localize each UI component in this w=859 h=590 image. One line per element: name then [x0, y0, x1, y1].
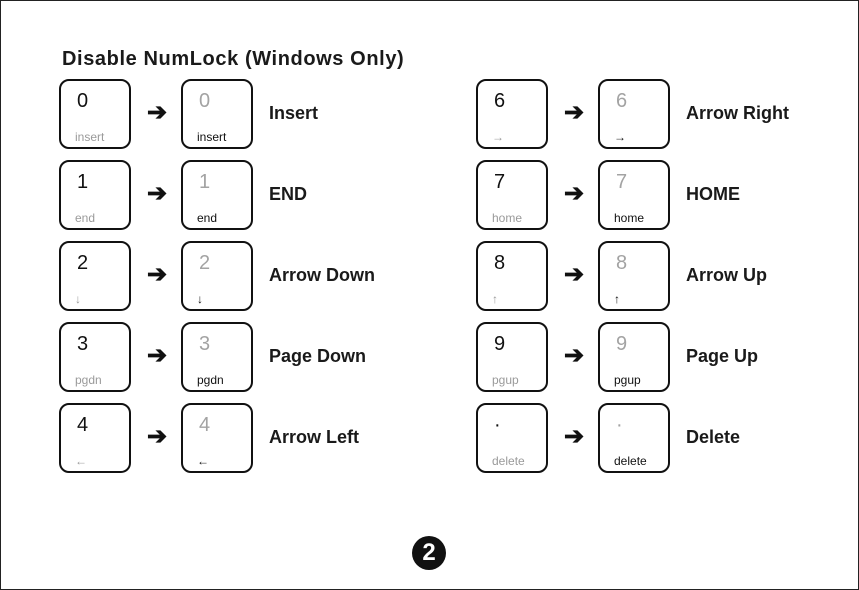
- key-number: 6: [616, 91, 627, 111]
- page-number-badge: 2: [412, 536, 446, 570]
- key-function: end: [197, 212, 217, 224]
- key-number: 8: [616, 253, 627, 273]
- key-number: 4: [77, 415, 88, 435]
- key-function: insert: [75, 131, 104, 143]
- right-arrow-icon: ➔: [564, 344, 584, 368]
- numlock-key-off: · delete: [598, 403, 670, 473]
- key-number: 6: [494, 91, 505, 111]
- numlock-key-off: 1 end: [181, 160, 253, 230]
- key-function: delete: [492, 455, 525, 467]
- key-function-label: Arrow Up: [686, 265, 767, 286]
- numlock-key-on: 8 ↑: [476, 241, 548, 311]
- numlock-key-on: 3 pgdn: [59, 322, 131, 392]
- right-arrow-icon: ➔: [564, 182, 584, 206]
- key-number: 1: [77, 172, 88, 192]
- key-function-label: Arrow Left: [269, 427, 359, 448]
- key-number: 0: [77, 91, 88, 111]
- right-arrow-icon: ➔: [147, 344, 167, 368]
- key-number: 9: [616, 334, 627, 354]
- key-function: ←: [197, 455, 209, 467]
- key-number: 7: [494, 172, 505, 192]
- numlock-key-off: 2 ↓: [181, 241, 253, 311]
- key-function: home: [492, 212, 522, 224]
- numlock-key-on: 4 ←: [59, 403, 131, 473]
- key-function-label: Arrow Right: [686, 103, 789, 124]
- key-function-label: Delete: [686, 427, 740, 448]
- numlock-key-off: 7 home: [598, 160, 670, 230]
- key-function-label: END: [269, 184, 307, 205]
- right-arrow-icon: ➔: [147, 425, 167, 449]
- numlock-key-on: 1 end: [59, 160, 131, 230]
- right-arrow-icon: ➔: [564, 101, 584, 125]
- numlock-key-on: 9 pgup: [476, 322, 548, 392]
- key-number: 2: [77, 253, 88, 273]
- key-function: →: [492, 131, 504, 143]
- right-arrow-icon: ➔: [564, 425, 584, 449]
- key-number: ·: [616, 415, 623, 435]
- key-number: 3: [77, 334, 88, 354]
- key-number: 0: [199, 91, 210, 111]
- page-title: Disable NumLock (Windows Only): [62, 48, 404, 71]
- key-function-label: HOME: [686, 184, 740, 205]
- key-function-label: Page Down: [269, 346, 366, 367]
- key-number: ·: [494, 415, 501, 435]
- numlock-key-off: 3 pgdn: [181, 322, 253, 392]
- key-number: 4: [199, 415, 210, 435]
- key-function-label: Page Up: [686, 346, 758, 367]
- key-function: ←: [75, 455, 87, 467]
- key-function: pgup: [492, 374, 519, 386]
- key-function: pgup: [614, 374, 641, 386]
- key-number: 8: [494, 253, 505, 273]
- right-arrow-icon: ➔: [147, 182, 167, 206]
- key-function-label: Arrow Down: [269, 265, 375, 286]
- numlock-key-off: 8 ↑: [598, 241, 670, 311]
- right-arrow-icon: ➔: [147, 263, 167, 287]
- key-function: pgdn: [197, 374, 224, 386]
- key-number: 1: [199, 172, 210, 192]
- right-arrow-icon: ➔: [564, 263, 584, 287]
- numlock-key-off: 0 insert: [181, 79, 253, 149]
- numlock-key-off: 6 →: [598, 79, 670, 149]
- key-function: ↑: [614, 293, 620, 305]
- key-function: ↓: [197, 293, 203, 305]
- numlock-key-on: 0 insert: [59, 79, 131, 149]
- key-number: 2: [199, 253, 210, 273]
- key-function: insert: [197, 131, 226, 143]
- key-function: ↑: [492, 293, 498, 305]
- key-function: home: [614, 212, 644, 224]
- key-number: 7: [616, 172, 627, 192]
- numlock-key-off: 9 pgup: [598, 322, 670, 392]
- key-function: pgdn: [75, 374, 102, 386]
- key-function: end: [75, 212, 95, 224]
- numlock-key-on: 7 home: [476, 160, 548, 230]
- key-function: →: [614, 131, 626, 143]
- right-arrow-icon: ➔: [147, 101, 167, 125]
- key-number: 9: [494, 334, 505, 354]
- numlock-key-off: 4 ←: [181, 403, 253, 473]
- numlock-key-on: · delete: [476, 403, 548, 473]
- numlock-key-on: 6 →: [476, 79, 548, 149]
- key-function: delete: [614, 455, 647, 467]
- key-function: ↓: [75, 293, 81, 305]
- numlock-key-on: 2 ↓: [59, 241, 131, 311]
- key-number: 3: [199, 334, 210, 354]
- key-function-label: Insert: [269, 103, 318, 124]
